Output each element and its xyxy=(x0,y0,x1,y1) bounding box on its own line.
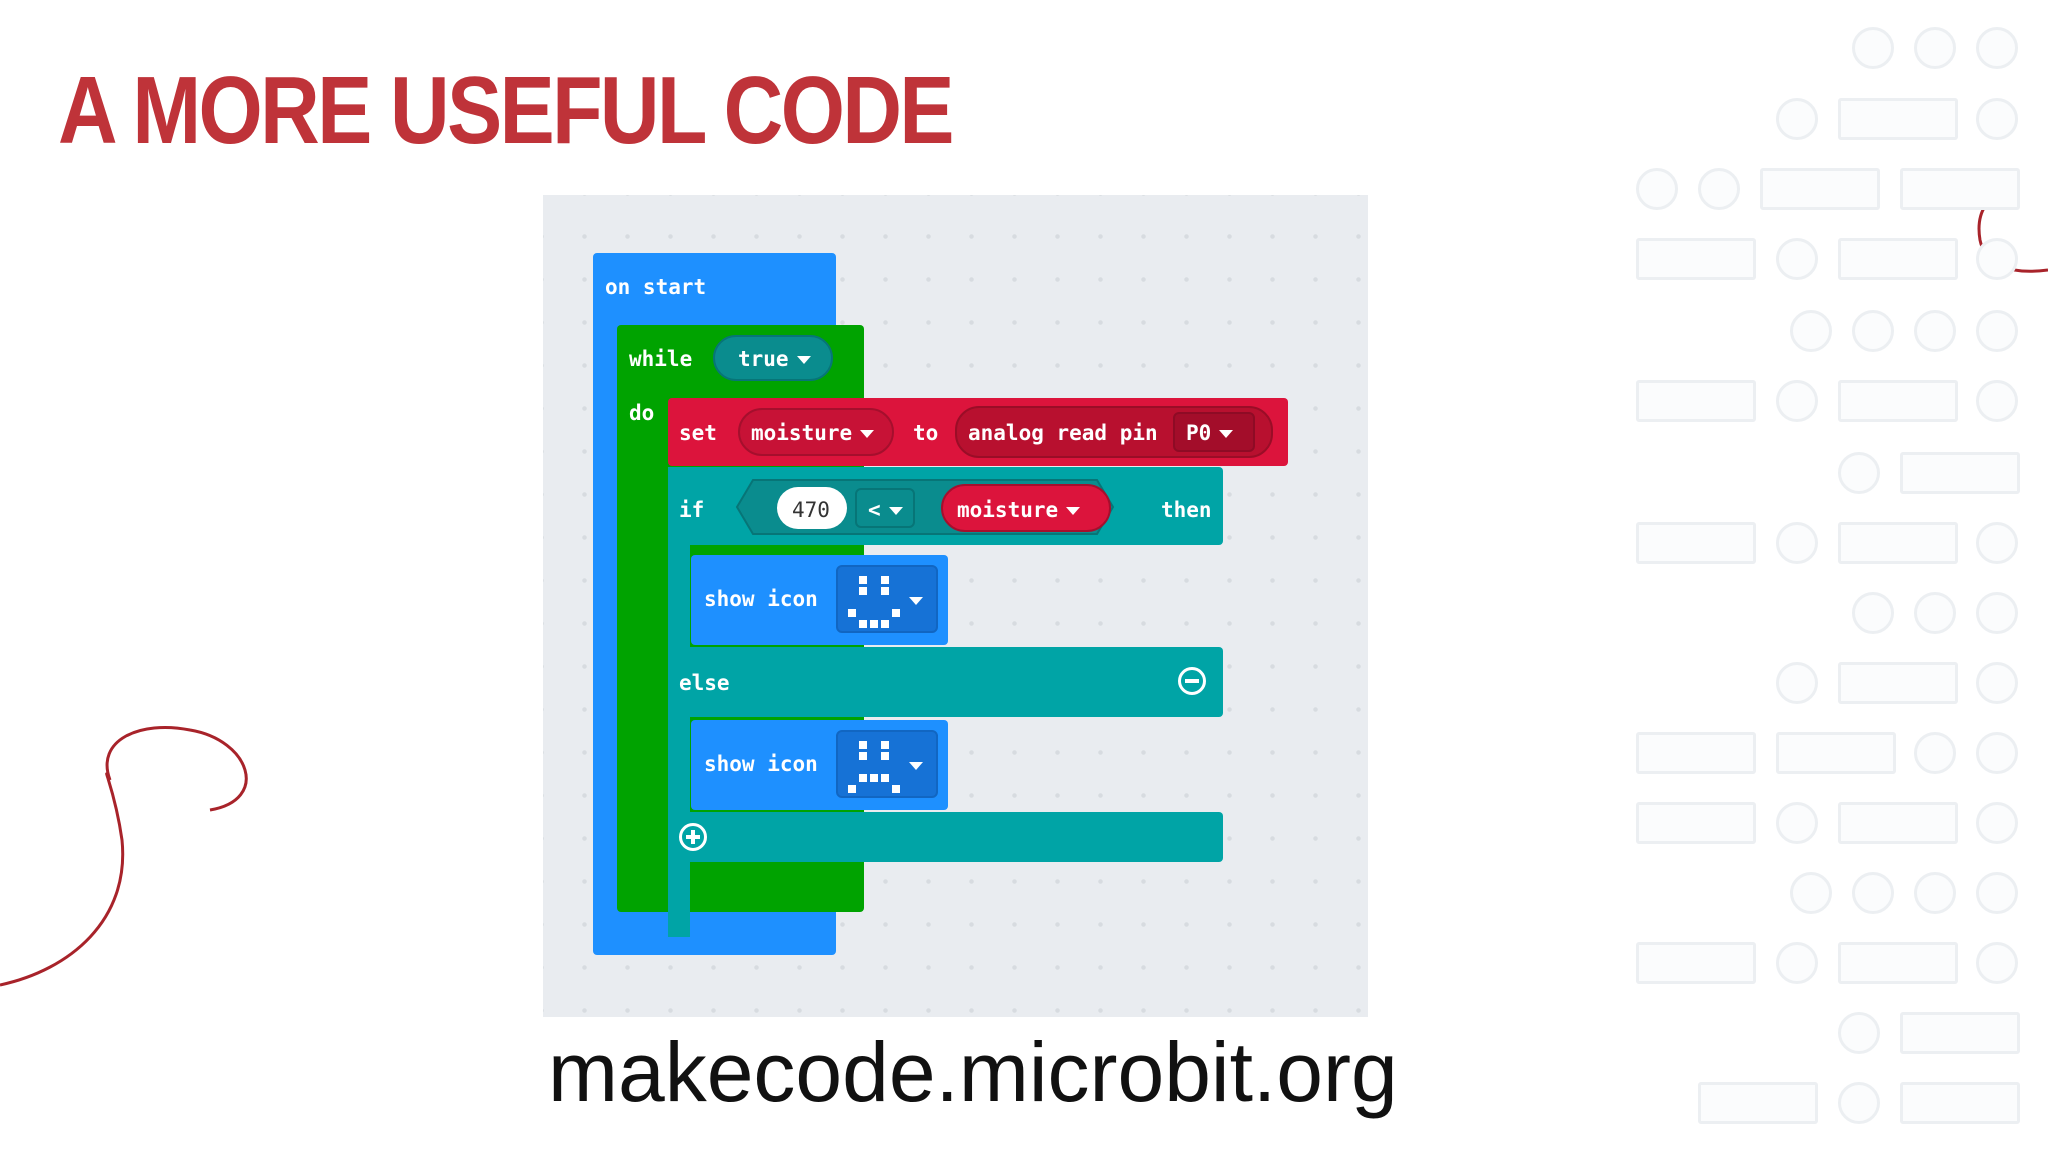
while-condition-dropdown[interactable] xyxy=(713,335,833,381)
makecode-url: makecode.microbit.org xyxy=(548,1025,1398,1119)
else-block[interactable] xyxy=(668,647,1223,717)
chevron-down-icon xyxy=(796,356,811,364)
on-start-label: on start xyxy=(605,275,707,299)
pin-dropdown-value: P0 xyxy=(1186,421,1234,445)
chevron-down-icon xyxy=(909,762,923,770)
operator-dropdown-value: < xyxy=(868,498,903,522)
while-label: while xyxy=(629,347,693,371)
chevron-down-icon xyxy=(1066,507,1081,515)
analog-read-label: analog read pin xyxy=(968,421,1158,445)
minus-circle-icon[interactable] xyxy=(1178,667,1206,695)
pin-dropdown[interactable] xyxy=(1173,412,1255,452)
makecode-editor-screenshot: on start while true do set moisture to a… xyxy=(543,195,1368,1017)
set-label: set xyxy=(679,421,717,445)
then-label: then xyxy=(1161,498,1212,522)
to-label: to xyxy=(913,421,939,445)
operator-dropdown[interactable] xyxy=(855,488,915,528)
slide-title: A MORE USEFUL CODE xyxy=(58,57,954,164)
chevron-down-icon xyxy=(909,597,923,605)
show-icon-label: show icon xyxy=(704,587,818,611)
happy-face-icon xyxy=(848,576,900,628)
do-label: do xyxy=(629,401,655,425)
variable-dropdown-value: moisture xyxy=(751,421,875,445)
chevron-down-icon xyxy=(888,507,903,515)
if-label: if xyxy=(679,498,705,522)
while-condition-value: true xyxy=(738,347,811,371)
chevron-down-icon xyxy=(860,430,875,438)
plus-circle-icon[interactable] xyxy=(679,823,707,851)
sad-face-icon xyxy=(848,741,900,793)
show-icon-label: show icon xyxy=(704,752,818,776)
moisture-variable-value: moisture xyxy=(957,498,1081,522)
number-input[interactable] xyxy=(777,487,847,529)
decorative-pattern xyxy=(1600,0,2048,1152)
chevron-down-icon xyxy=(1219,430,1234,438)
else-label: else xyxy=(679,671,730,695)
if-block-footer xyxy=(668,812,1223,862)
number-input-value: 470 xyxy=(792,498,830,522)
moisture-variable-reporter[interactable] xyxy=(941,484,1111,532)
